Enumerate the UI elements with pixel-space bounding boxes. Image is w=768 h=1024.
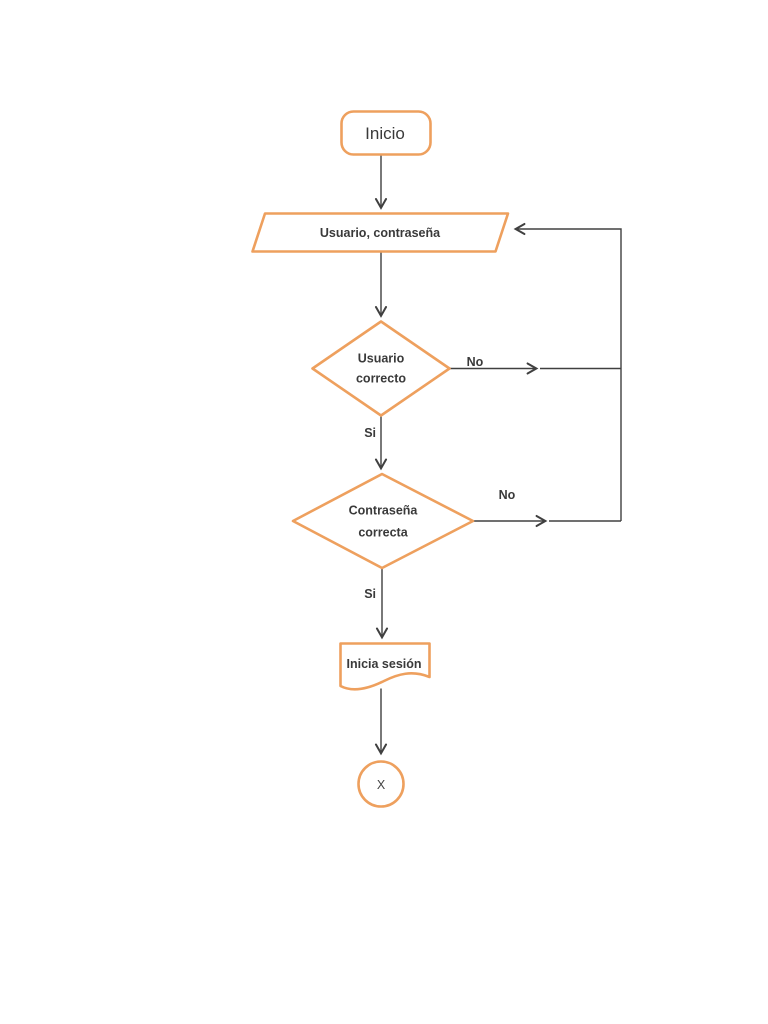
node-end-circle bbox=[357, 760, 405, 808]
node-login-document bbox=[339, 642, 431, 691]
edge-label-password-no: No bbox=[499, 488, 516, 502]
node-decision-password-label-line2: correcta bbox=[358, 526, 408, 540]
node-decision-user bbox=[311, 320, 451, 417]
node-end-label: X bbox=[377, 778, 386, 792]
node-decision-password-label-line1: Contraseña bbox=[349, 504, 419, 518]
node-input-label: Usuario, contraseña bbox=[320, 226, 441, 240]
edge-label-user-si: Si bbox=[364, 426, 376, 440]
node-decision-user-label-line2: correcto bbox=[356, 372, 406, 386]
edge-labels: No Si No Si bbox=[364, 355, 516, 601]
edge-feedback-loop bbox=[516, 229, 622, 521]
node-start-label: Inicio bbox=[365, 124, 405, 143]
edges bbox=[381, 154, 622, 754]
node-start-terminator bbox=[340, 110, 432, 156]
node-decision-user-label-line1: Usuario bbox=[358, 352, 405, 366]
node-login-label: Inicia sesión bbox=[346, 657, 421, 671]
node-input-parallelogram bbox=[251, 212, 510, 253]
node-decision-password bbox=[291, 472, 475, 570]
edge-label-password-si: Si bbox=[364, 587, 376, 601]
edge-label-user-no: No bbox=[467, 355, 484, 369]
nodes: Inicio Usuario, contraseña Usuario corre… bbox=[251, 110, 510, 808]
